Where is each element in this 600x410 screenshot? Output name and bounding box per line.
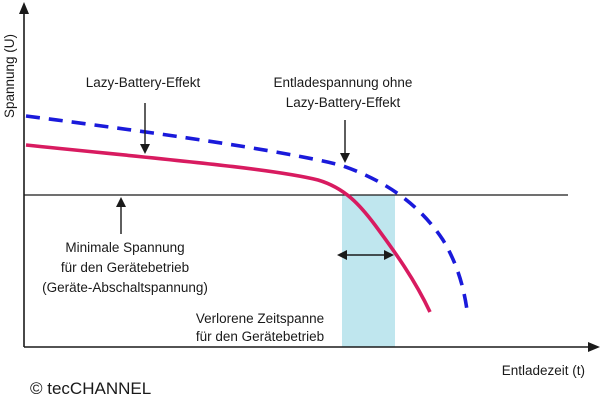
curve-without-lazy-effect [25,114,469,311]
copyright-label: © tecCHANNEL [30,379,151,398]
lost-time-label-line2: für den Gerätebetrieb [196,329,324,344]
y-axis-arrowhead [19,2,29,14]
min-voltage-label-line3: (Geräte-Abschaltspannung) [42,280,208,295]
min-voltage-label-line2: für den Gerätebetrieb [61,260,189,275]
min-voltage-label-line1: Minimale Spannung [65,240,184,255]
x-axis-label: Entladezeit (t) [502,363,585,378]
lazy-effect-label: Lazy-Battery-Effekt [86,75,201,90]
curve-lazy-battery-effect [25,143,432,313]
lost-time-region [342,195,395,347]
without-effect-label-line2: Lazy-Battery-Effekt [286,95,401,110]
lost-time-label-line1: Verlorene Zeitspanne [196,311,324,326]
x-axis-arrowhead [588,342,600,352]
y-axis-label: Spannung (U) [2,34,17,118]
without-effect-label-line1: Entladespannung ohne [274,75,413,90]
